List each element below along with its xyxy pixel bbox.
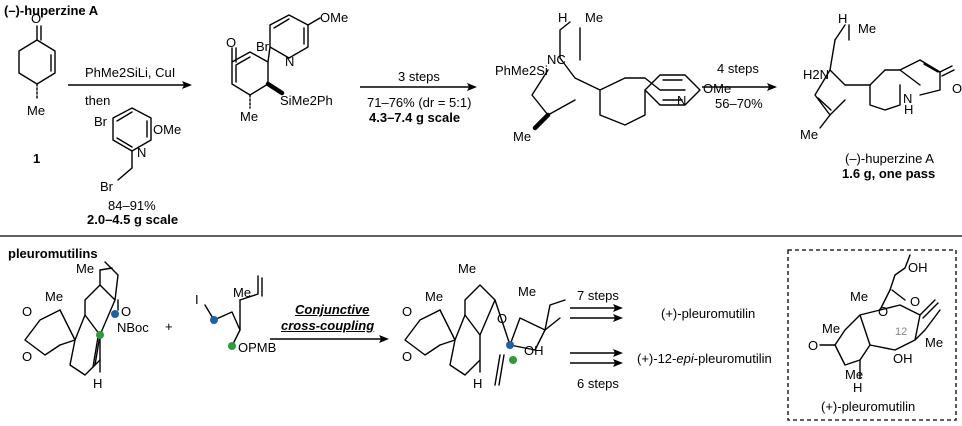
reaction-arrow-1 — [68, 81, 192, 89]
prod-scale: 1.6 g, one pass — [842, 166, 936, 181]
compound-1-structure — [18, 25, 56, 101]
prod-me-top: Me — [858, 21, 877, 36]
int-o: O — [497, 311, 508, 326]
boxed-name: (+)-pleuromutilin — [821, 399, 916, 414]
pleuromutilin-box — [787, 249, 957, 421]
boxed-c12-label: 12 — [895, 326, 908, 338]
coupled-intermediate-structure — [404, 284, 566, 386]
intermediate-2-structure — [531, 21, 701, 131]
prod-nh-n: N — [903, 91, 913, 106]
int-me2: Me — [425, 289, 444, 304]
sm1-h: H — [93, 376, 103, 391]
boxed-o: O — [910, 294, 921, 309]
int2-h: H — [558, 10, 568, 25]
int2-n: N — [677, 93, 687, 108]
section-title-pleuromutilins: pleuromutilins — [8, 246, 98, 261]
step2-yield: 71–76% (dr = 5:1) — [367, 95, 472, 110]
sm1-me2: Me — [45, 289, 64, 304]
pyridine-reagent-structure — [112, 107, 152, 181]
int-h: H — [473, 376, 483, 391]
sm2-me: Me — [233, 285, 252, 300]
boxed-o2: O — [878, 304, 889, 319]
coupling-label-1: Conjunctive — [295, 302, 370, 317]
reaction-arrow-3 — [702, 83, 777, 91]
step1-py-ome: OMe — [153, 122, 182, 137]
boxed-oh2: OH — [893, 351, 913, 366]
route1-steps: 7 steps — [577, 288, 619, 303]
cmpd1-me: Me — [27, 103, 46, 118]
reaction-arrow-2 — [360, 83, 477, 91]
int-me3: Me — [518, 284, 537, 299]
route-arrows — [570, 304, 623, 367]
sm1-o: O — [121, 304, 132, 319]
prod-h: H — [838, 11, 848, 26]
int1-br: Br — [256, 39, 269, 54]
step1-py-br: Br — [94, 114, 107, 129]
step3-label: 4 steps — [717, 61, 759, 76]
cmpd1-label: 1 — [33, 151, 41, 166]
step2-scale: 4.3–7.4 g scale — [369, 110, 461, 125]
int1-o: O — [226, 35, 237, 50]
int1-me: Me — [240, 109, 259, 124]
sm2-opmb: OPMB — [238, 340, 277, 355]
int-me1: Me — [458, 261, 477, 276]
int2-me: Me — [513, 129, 532, 144]
prod-nh-h: H — [904, 102, 914, 117]
int-o2: O — [402, 349, 413, 364]
route2-product: (+)-12-epi-pleuromutilin — [637, 351, 772, 366]
section-title-huperzine: (–)-huperzine A — [4, 3, 99, 18]
int-o1: O — [402, 304, 413, 319]
step1-py-n: N — [137, 145, 147, 160]
route2-steps: 6 steps — [577, 376, 619, 391]
intermediate-1-structure — [231, 14, 321, 109]
coupling-arrow — [270, 335, 389, 343]
int1-si: SiMe2Ph — [280, 93, 333, 108]
step1-py-br2: Br — [100, 179, 113, 194]
prod-o: O — [952, 81, 962, 96]
boxed-me2: Me — [822, 321, 841, 336]
sm1-o1: O — [22, 304, 33, 319]
sm1-structure — [24, 261, 119, 376]
huperzine-a-structure — [814, 24, 955, 129]
plus-sign: + — [165, 319, 173, 334]
int2-si: PhMe2Si — [495, 63, 548, 78]
boxed-me1: Me — [850, 289, 869, 304]
boxed-me-bottom: Me — [845, 367, 864, 382]
step1-then: then — [85, 93, 111, 108]
step2-label: 3 steps — [398, 69, 440, 84]
prod-h2n: H2N — [803, 67, 830, 82]
sm1-me1: Me — [76, 261, 95, 276]
boxed-h: H — [853, 380, 863, 395]
int2-ome: OMe — [703, 81, 732, 96]
pleuromutilin-structure — [819, 254, 941, 379]
sm1-o2: O — [22, 349, 33, 364]
int1-n: N — [285, 54, 295, 69]
route1-product: (+)-pleuromutilin — [661, 306, 756, 321]
boxed-me3: Me — [925, 335, 944, 350]
sm2-structure — [204, 275, 263, 350]
int1-ome: OMe — [320, 10, 349, 25]
prod-name: (–)-huperzine A — [845, 151, 934, 166]
step3-yield: 56–70% — [715, 96, 763, 111]
int-oh: OH — [524, 343, 544, 358]
boxed-oh: OH — [908, 260, 928, 275]
int2-me-top: Me — [585, 10, 604, 25]
step1-yield: 84–91% — [108, 198, 156, 213]
step1-scale: 2.0–4.5 g scale — [87, 212, 179, 227]
step1-reagent: PhMe2SiLi, CuI — [85, 65, 176, 80]
int2-nc: NC — [547, 52, 566, 67]
boxed-ketone-o: O — [808, 338, 819, 353]
sm2-i: I — [195, 292, 199, 307]
prod-me: Me — [800, 127, 819, 142]
cmpd1-oxygen: O — [31, 11, 42, 26]
coupling-label-2: cross-coupling — [281, 318, 375, 333]
sm1-nboc: NBoc — [117, 320, 149, 335]
